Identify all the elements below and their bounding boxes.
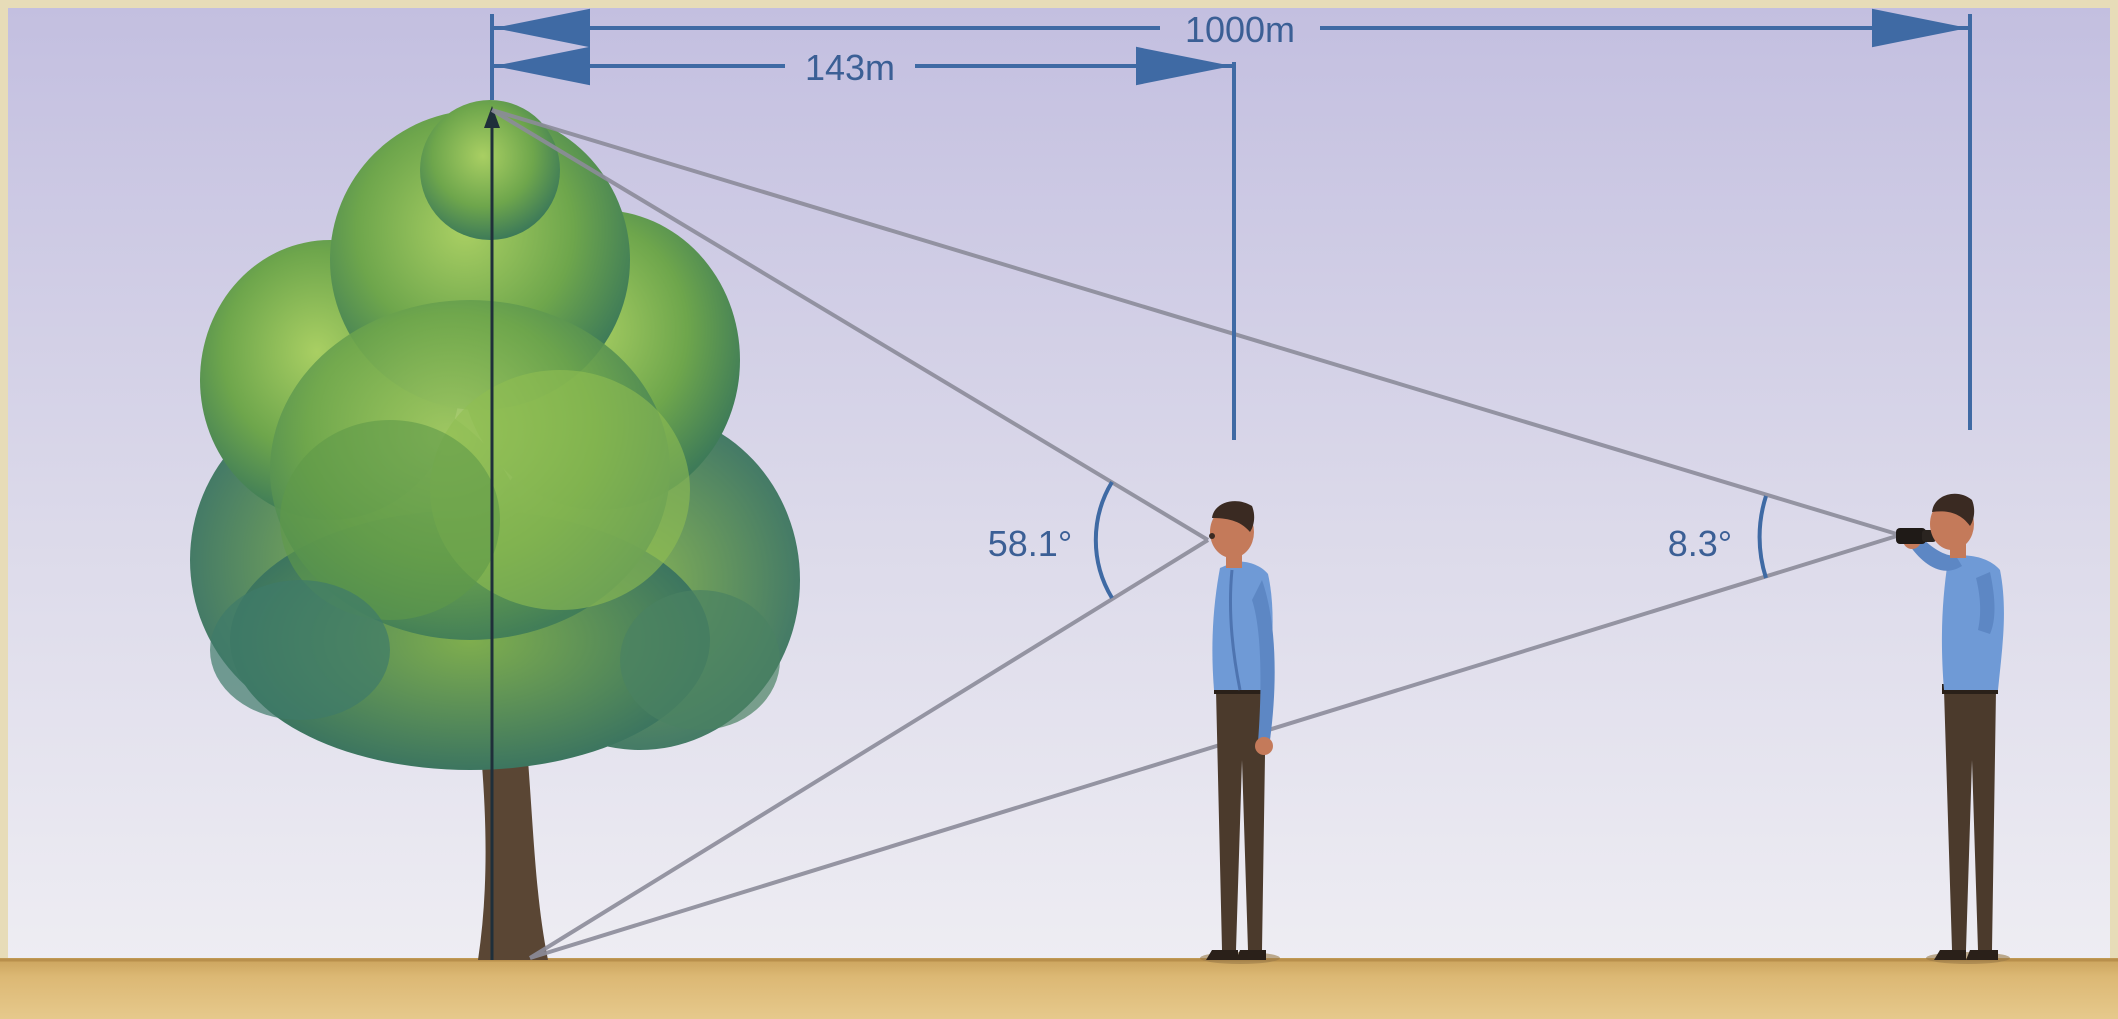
sight-line-far-top [491,108,1901,537]
distance-near-label: 143m [805,47,895,88]
ground [0,958,2118,1019]
sight-line-near-bottom [528,538,1210,960]
angle-near-label: 58.1° [988,523,1072,564]
dimension-lines [490,8,1972,440]
distance-far-label: 1000m [1185,9,1295,50]
angle-far-label: 8.3° [1668,523,1732,564]
angle-arc-near [1093,480,1114,600]
sight-lines [490,108,1901,960]
observer-far [1896,493,2010,964]
binoculars [1896,528,1926,544]
tree [190,100,800,960]
sight-line-far-bottom [529,533,1901,960]
sight-line-near-top [490,108,1210,542]
observer-near [1200,501,1280,964]
angle-arc-far [1757,495,1768,579]
